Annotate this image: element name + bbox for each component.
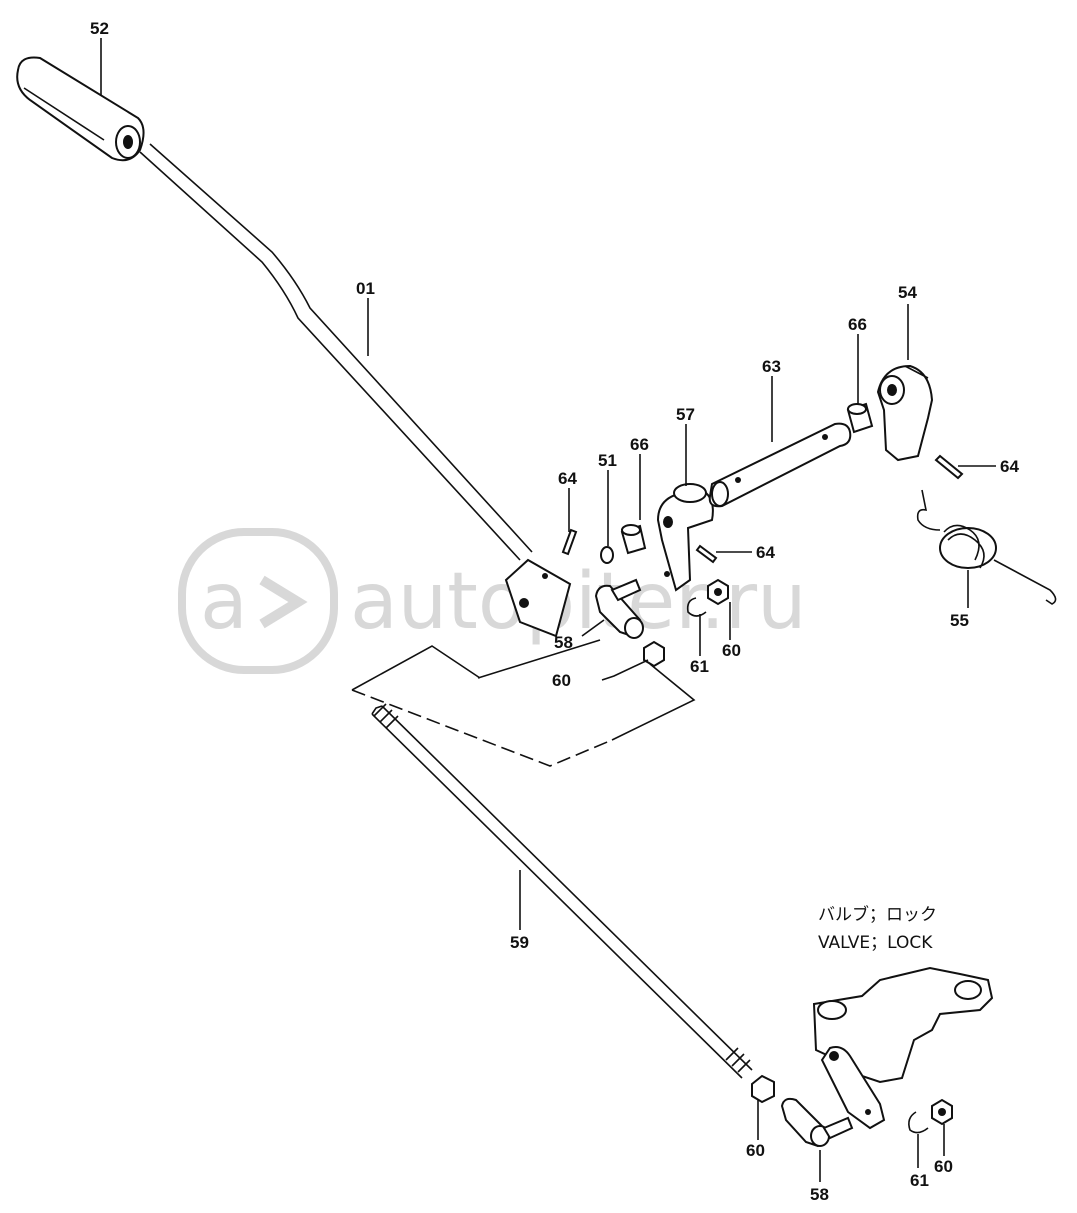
shaft-63 (708, 422, 852, 508)
nut-60-b (643, 640, 665, 668)
bushing-66-b (846, 402, 874, 434)
pin-64-a (561, 528, 578, 556)
watermark-text: autopiter.ru (350, 557, 807, 647)
label-01: 01 (356, 279, 375, 298)
label-60-upper-right: 60 (722, 641, 741, 660)
arm-54 (876, 364, 934, 462)
grip-52 (16, 56, 145, 162)
rod-end-58-a (594, 578, 644, 639)
label-64-right: 64 (1000, 457, 1019, 476)
washer-51 (600, 546, 614, 564)
envelope-lines (351, 639, 696, 767)
label-59: 59 (510, 933, 529, 952)
spring-55 (916, 489, 1057, 605)
label-66-upper: 66 (848, 315, 867, 334)
bushing-66-a (620, 524, 647, 555)
label-64-middle: 64 (756, 543, 775, 562)
svg-text:a: a (200, 557, 248, 647)
label-63: 63 (762, 357, 781, 376)
pin-64-c (934, 454, 964, 480)
rod-end-58-b (780, 1097, 854, 1148)
label-52: 52 (90, 19, 109, 38)
valve-note-jp: バルブ；ロック (818, 904, 937, 925)
nut-60-d (931, 1098, 953, 1126)
valve-note: バルブ；ロック VALVE；LOCK (818, 904, 937, 953)
label-51: 51 (598, 451, 617, 470)
label-64-left: 64 (558, 469, 577, 488)
lever-block (504, 558, 572, 638)
pin-64-b (695, 544, 718, 564)
label-57: 57 (676, 405, 695, 424)
lever-rod-01 (139, 143, 533, 561)
label-60-lower-right: 60 (934, 1157, 953, 1176)
label-54: 54 (898, 283, 917, 302)
leader-lines (100, 38, 996, 1182)
part-labels: 52 01 54 66 63 57 51 66 64 64 64 55 58 6… (90, 19, 1019, 1204)
lock-valve (812, 966, 994, 1130)
label-55: 55 (950, 611, 969, 630)
rod-59 (371, 703, 753, 1079)
nut-60-c (751, 1074, 775, 1104)
label-58-lower: 58 (810, 1185, 829, 1204)
label-58-upper: 58 (554, 633, 573, 652)
arm-57 (656, 483, 714, 592)
clip-61-b (908, 1111, 929, 1134)
label-61-upper: 61 (690, 657, 709, 676)
nut-60-a (707, 578, 729, 606)
label-61-lower: 61 (910, 1171, 929, 1190)
label-66-lower: 66 (630, 435, 649, 454)
valve-note-en: VALVE；LOCK (818, 933, 933, 953)
label-60-upper-left: 60 (552, 671, 571, 690)
label-60-lower-left: 60 (746, 1141, 765, 1160)
